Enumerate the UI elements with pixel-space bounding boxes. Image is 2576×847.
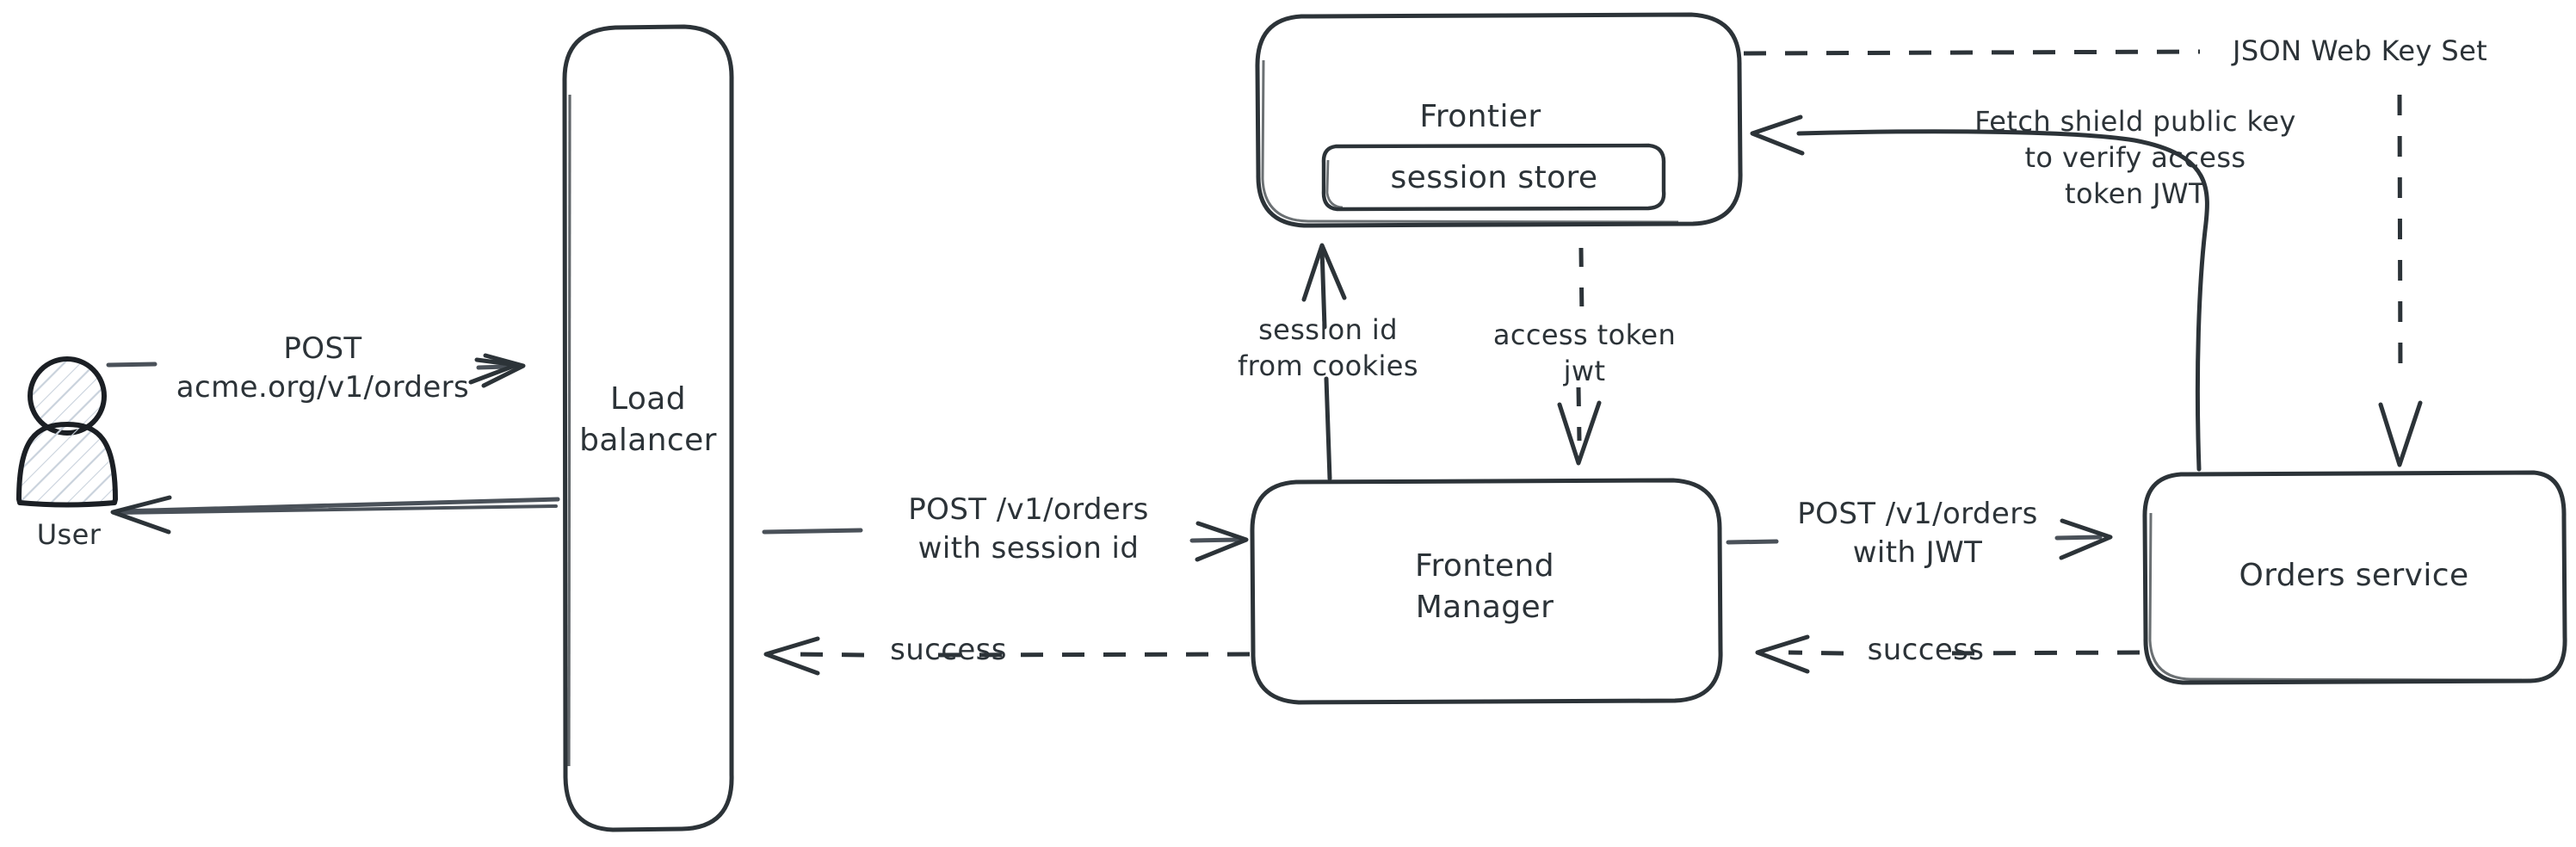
- edge-frontier-to-orders-service: [1743, 49, 2423, 467]
- edge-frontend-manager-to-frontier: [1301, 243, 1347, 481]
- edge-frontier-to-frontend-manager: [1557, 247, 1602, 466]
- frontend-manager-shape[interactable]: [1250, 478, 1723, 705]
- edge-frontend-manager-to-orders-service: [1726, 518, 2113, 560]
- user-actor-shape: [16, 356, 118, 508]
- edge-frontend-manager-to-load-balancer: [763, 636, 1251, 676]
- edge-orders-service-to-frontier: [1750, 114, 2209, 472]
- session-store-shape[interactable]: [1321, 143, 1666, 212]
- edge-user-to-load-balancer: [106, 353, 526, 388]
- orders-service-shape[interactable]: [2142, 470, 2567, 685]
- edge-load-balancer-to-frontend-manager: [762, 521, 1249, 562]
- frontier-shape[interactable]: [1255, 12, 1743, 228]
- load-balancer-shape[interactable]: [562, 24, 734, 832]
- edge-orders-service-to-frontend-manager: [1755, 634, 2140, 674]
- edge-load-balancer-to-user: [110, 495, 560, 535]
